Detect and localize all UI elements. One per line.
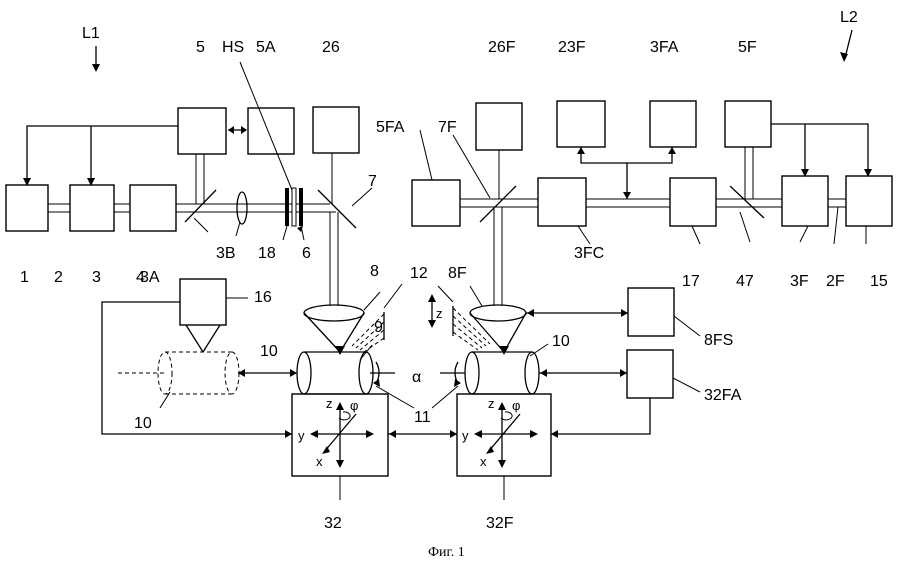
label-5A: 5A xyxy=(256,39,276,56)
label-12: 12 xyxy=(410,265,428,282)
label-alpha: α xyxy=(412,369,421,386)
label-11: 11 xyxy=(414,409,431,426)
block-23F xyxy=(557,101,605,147)
axis-y-right: y xyxy=(462,428,469,443)
label-3FA: 3FA xyxy=(650,39,679,56)
label-26F: 26F xyxy=(488,39,516,56)
label-L2: L2 xyxy=(840,9,858,26)
mirror-47 xyxy=(730,186,764,218)
axis-phi-right: φ xyxy=(512,398,520,413)
label-3A: 3A xyxy=(140,269,160,286)
label-5FA: 5FA xyxy=(376,119,405,136)
element-18 xyxy=(285,188,289,226)
label-32FA: 32FA xyxy=(704,387,742,404)
axis-z-left: z xyxy=(326,396,333,411)
block-5A xyxy=(248,108,294,154)
label-10-mid: 10 xyxy=(260,343,278,360)
mirror-4 xyxy=(185,190,216,222)
axis-phi-left: φ xyxy=(350,398,358,413)
block-3FC xyxy=(538,178,586,226)
lens-8 xyxy=(304,305,364,321)
label-HS: HS xyxy=(222,39,244,56)
lens-8F xyxy=(470,305,526,321)
block-5 xyxy=(178,108,226,154)
block-26 xyxy=(313,107,359,153)
label-7: 7 xyxy=(368,173,377,190)
label-5F: 5F xyxy=(738,39,757,56)
sensor-12-right xyxy=(438,286,490,350)
label-3FC: 3FC xyxy=(574,245,604,262)
block-5F xyxy=(725,101,771,147)
mirror-7 xyxy=(318,190,356,228)
block-3F xyxy=(782,176,828,226)
label-8F: 8F xyxy=(448,265,467,282)
block-3A xyxy=(130,185,176,231)
label-2: 2 xyxy=(54,269,63,286)
figure-caption: Фиг. 1 xyxy=(428,545,465,560)
axis-x-left: x xyxy=(316,454,323,469)
label-10-left: 10 xyxy=(134,415,152,432)
arrow-L2 xyxy=(840,30,852,62)
label-23F: 23F xyxy=(558,39,586,56)
sensor-12-left xyxy=(352,284,402,352)
block-3 xyxy=(70,185,114,231)
label-15: 15 xyxy=(870,273,888,290)
label-17: 17 xyxy=(682,273,700,290)
block-17 xyxy=(670,178,716,226)
axis-x-right: x xyxy=(480,454,487,469)
label-z-mid: z xyxy=(436,306,443,321)
axis-z-right: z xyxy=(488,396,495,411)
block-5FA xyxy=(412,180,460,226)
label-3B: 3B xyxy=(216,245,236,262)
label-7F: 7F xyxy=(438,119,457,136)
block-8FS xyxy=(628,288,674,336)
block-32FA xyxy=(627,350,673,398)
label-L1: L1 xyxy=(82,25,100,42)
label-8FS: 8FS xyxy=(704,332,733,349)
label-2F: 2F xyxy=(826,273,845,290)
label-10-right: 10 xyxy=(552,333,570,350)
label-6: 6 xyxy=(302,245,311,262)
label-16: 16 xyxy=(254,289,272,306)
label-3: 3 xyxy=(92,269,101,286)
block-16 xyxy=(180,279,226,325)
lens-3B xyxy=(237,192,247,224)
mirror-7F xyxy=(480,186,516,222)
label-5: 5 xyxy=(196,39,205,56)
block-15 xyxy=(846,176,892,226)
label-8: 8 xyxy=(370,263,379,280)
axis-y-left: y xyxy=(298,428,305,443)
block-3FA xyxy=(650,101,696,147)
arrow-L1 xyxy=(92,46,100,72)
label-1: 1 xyxy=(20,269,29,286)
label-3F: 3F xyxy=(790,273,809,290)
label-9: 9 xyxy=(374,319,383,336)
diagram-labels: L1 L2 1 2 3 4 3A 3B 18 6 5 HS 5A 26 7 8 … xyxy=(20,9,888,560)
label-47: 47 xyxy=(736,273,754,290)
label-32: 32 xyxy=(324,515,342,532)
label-26: 26 xyxy=(322,39,340,56)
workpiece-cylinder-right xyxy=(465,352,539,394)
block-1 xyxy=(6,185,48,231)
block-26F xyxy=(476,103,522,150)
workpiece-cylinder-dashed xyxy=(118,352,239,394)
label-18: 18 xyxy=(258,245,276,262)
label-32F: 32F xyxy=(486,515,514,532)
